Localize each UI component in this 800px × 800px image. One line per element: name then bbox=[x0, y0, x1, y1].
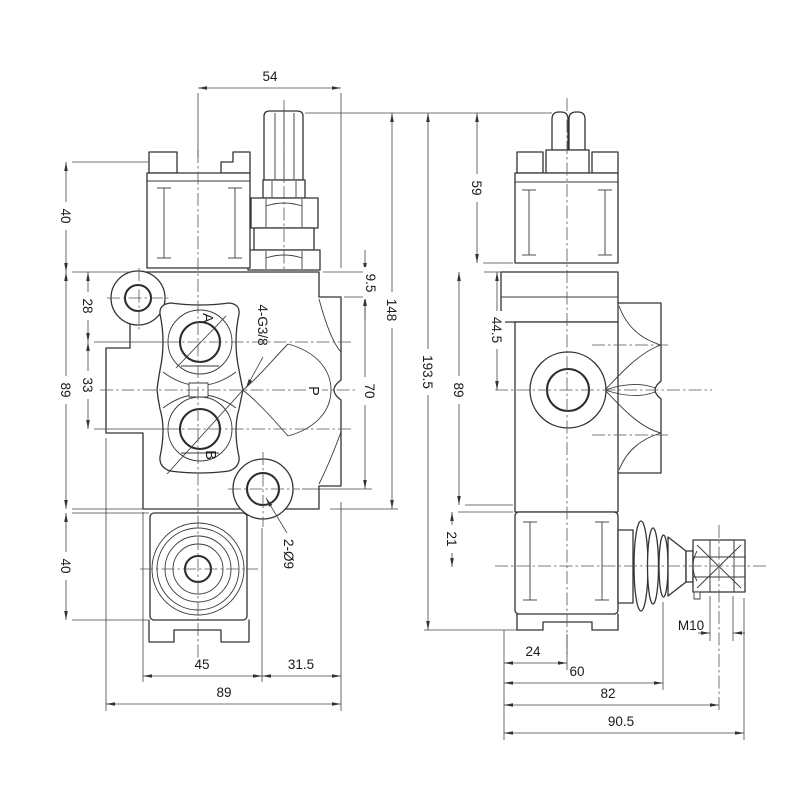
port-b-section-line bbox=[166, 389, 244, 475]
side-cap bbox=[514, 151, 619, 264]
side-centerlines bbox=[495, 98, 768, 712]
dim-face-to-lever: 82 bbox=[600, 686, 615, 701]
side-fan-3 bbox=[604, 384, 656, 391]
side-fillet-upper bbox=[618, 305, 662, 346]
port-boss bbox=[156, 302, 244, 475]
relief-stem bbox=[263, 110, 304, 181]
lever-thread-label: M10 bbox=[678, 618, 704, 633]
port-label-b: B bbox=[202, 450, 218, 460]
body-outline bbox=[105, 271, 342, 510]
dim-bottom-left: 45 bbox=[194, 657, 209, 672]
cap-tab-left bbox=[148, 151, 178, 174]
port-thread-label: 4-G3/8 bbox=[255, 304, 270, 345]
lever-thread-stub bbox=[685, 550, 694, 583]
side-cap-tab-right bbox=[591, 151, 619, 174]
port-label-a: A bbox=[199, 313, 215, 323]
dim-overall-width: 89 bbox=[216, 685, 231, 700]
dim-cap-height: 40 bbox=[58, 208, 73, 223]
dim-face-to-center: 24 bbox=[525, 644, 541, 659]
dim-body-height: 89 bbox=[58, 382, 73, 397]
dim-upper-height: 148 bbox=[384, 299, 399, 322]
holes-leader bbox=[265, 497, 288, 534]
clevis-cross-2 bbox=[696, 544, 742, 589]
dim-port-zone-height: 70 bbox=[362, 383, 377, 398]
port-a-section-line bbox=[175, 315, 227, 369]
dim-bottom-right: 31.5 bbox=[288, 657, 314, 672]
mount-holes-label: 2-Ø9 bbox=[281, 539, 296, 569]
dim-port-a-to-b: 33 bbox=[80, 377, 95, 392]
dim-top-step: 9.5 bbox=[363, 274, 378, 293]
dim-overall-height: 193.5 bbox=[420, 355, 435, 389]
side-fan-4 bbox=[604, 389, 656, 396]
side-stem bbox=[545, 111, 590, 174]
side-lower-block bbox=[514, 511, 619, 631]
dim-side-cap-height: 59 bbox=[469, 180, 484, 195]
side-fan-1 bbox=[604, 344, 662, 391]
side-view: 59 44.5 89 21 24 60 82 90.5 M10 bbox=[444, 98, 768, 740]
dim-face-to-casting: 60 bbox=[569, 664, 584, 679]
boot-base bbox=[617, 529, 634, 604]
side-feet bbox=[516, 613, 619, 631]
side-fan-2 bbox=[604, 389, 662, 434]
front-texts: 54 40 28 33 89 40 45 31.5 89 9.5 70 148 … bbox=[58, 69, 436, 700]
thread-leader bbox=[245, 356, 264, 389]
dim-side-body-height: 89 bbox=[451, 382, 466, 397]
body-fillet-upper bbox=[318, 298, 342, 353]
cap-assembly bbox=[146, 151, 251, 269]
p-fan-lower bbox=[242, 389, 289, 437]
dim-block-to-lever-axis: 21 bbox=[444, 531, 459, 546]
relief-hex-upper bbox=[250, 197, 319, 229]
port-label-p: P bbox=[305, 386, 321, 396]
side-extension-lines bbox=[458, 262, 745, 740]
dim-side-cap-to-port: 44.5 bbox=[489, 317, 504, 343]
stem-collar bbox=[545, 149, 590, 174]
side-cap-tab-left bbox=[516, 151, 544, 174]
lever-joint bbox=[617, 520, 746, 612]
dim-cover-height: 40 bbox=[58, 558, 73, 573]
dim-top-width: 54 bbox=[262, 69, 278, 84]
dim-top-to-port-a: 28 bbox=[80, 298, 95, 313]
side-cap-body bbox=[514, 172, 619, 264]
cover-block bbox=[149, 512, 248, 621]
side-texts: 59 44.5 89 21 24 60 82 90.5 M10 bbox=[444, 174, 704, 729]
front-view: 54 40 28 33 89 40 45 31.5 89 9.5 70 148 … bbox=[58, 69, 552, 711]
dim-side-overall-width: 90.5 bbox=[608, 714, 634, 729]
body-fillet-lower bbox=[318, 431, 342, 485]
side-fillet-lower bbox=[618, 432, 662, 471]
cover-feet bbox=[148, 619, 250, 643]
